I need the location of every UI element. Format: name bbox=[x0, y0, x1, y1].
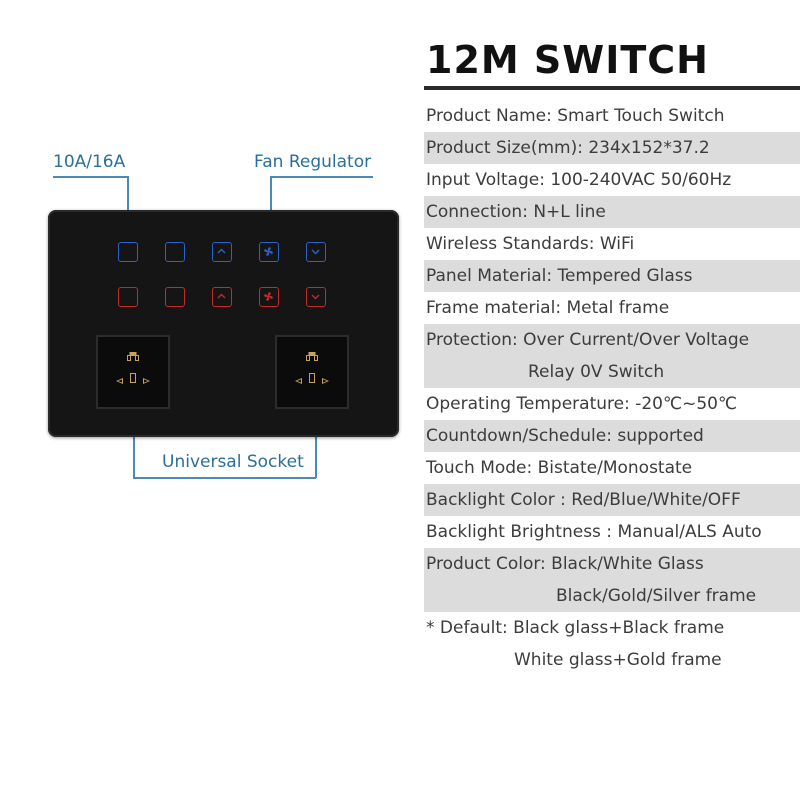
universal-socket-right[interactable] bbox=[275, 335, 349, 409]
spec-row: Countdown/Schedule: supported bbox=[424, 420, 800, 452]
spec-row: * Default: Black glass+Black frame bbox=[426, 618, 725, 638]
spec-row: Touch Mode: Bistate/Monostate bbox=[426, 458, 693, 478]
spec-row: Backlight Color : Red/Blue/White/OFF bbox=[424, 484, 800, 516]
spec-row: White glass+Gold frame bbox=[514, 650, 722, 670]
spec-row: Wireless Standards: WiFi bbox=[426, 234, 635, 254]
socket-callout-label: Universal Socket bbox=[160, 452, 306, 472]
blue-fan-key[interactable] bbox=[259, 242, 279, 262]
fan-callout-label: Fan Regulator bbox=[254, 152, 372, 172]
chevron-down-icon bbox=[311, 249, 320, 255]
chevron-up-icon bbox=[217, 293, 226, 299]
socket-icon bbox=[116, 352, 150, 384]
spec-row: Product Name: Smart Touch Switch bbox=[426, 106, 725, 126]
spec-row: Frame material: Metal frame bbox=[426, 298, 670, 318]
rating-callout-label: 10A/16A bbox=[53, 152, 126, 172]
rating-callout-line-v bbox=[127, 176, 129, 236]
red-chevron-up-key[interactable] bbox=[212, 287, 232, 307]
fan-icon bbox=[264, 292, 273, 301]
spec-row: Panel Material: Tempered Glass bbox=[424, 260, 800, 292]
red-chevron-down-key[interactable] bbox=[306, 287, 326, 307]
spec-row: Protection: Over Current/Over Voltage bbox=[424, 324, 800, 356]
blue-chevron-down-key[interactable] bbox=[306, 242, 326, 262]
title-underline bbox=[424, 86, 800, 90]
socket-icon bbox=[295, 352, 329, 384]
spec-row: Connection: N+L line bbox=[424, 196, 800, 228]
socket-callout-line-left bbox=[133, 420, 135, 478]
spec-row: Operating Temperature: -20℃~50℃ bbox=[426, 394, 738, 414]
page-title: 12M SWITCH bbox=[426, 38, 709, 82]
socket-callout-line-right bbox=[315, 420, 317, 478]
universal-socket-left[interactable] bbox=[96, 335, 170, 409]
spec-row: Product Size(mm): 234x152*37.2 bbox=[424, 132, 800, 164]
spec-table: Product Name: Smart Touch Switch Product… bbox=[424, 100, 800, 676]
fan-icon bbox=[264, 247, 273, 256]
fan-callout-line-h bbox=[270, 176, 373, 178]
chevron-down-icon bbox=[311, 294, 320, 300]
spec-row: Backlight Brightness : Manual/ALS Auto bbox=[426, 522, 762, 542]
red-square-key-2[interactable] bbox=[165, 287, 185, 307]
spec-row: Relay 0V Switch bbox=[424, 356, 800, 388]
socket-callout-line-h bbox=[133, 477, 316, 479]
blue-square-key-2[interactable] bbox=[165, 242, 185, 262]
rating-callout-line-h bbox=[53, 176, 128, 178]
blue-chevron-up-key[interactable] bbox=[212, 242, 232, 262]
red-square-key-1[interactable] bbox=[118, 287, 138, 307]
spec-row: Product Color: Black/White Glass bbox=[424, 548, 800, 580]
red-fan-key[interactable] bbox=[259, 287, 279, 307]
blue-square-key-1[interactable] bbox=[118, 242, 138, 262]
chevron-up-icon bbox=[217, 248, 226, 254]
switch-panel bbox=[48, 210, 399, 437]
spec-row: Input Voltage: 100-240VAC 50/60Hz bbox=[426, 170, 732, 190]
spec-row: Black/Gold/Silver frame bbox=[424, 580, 800, 612]
fan-callout-line-v bbox=[270, 176, 272, 236]
